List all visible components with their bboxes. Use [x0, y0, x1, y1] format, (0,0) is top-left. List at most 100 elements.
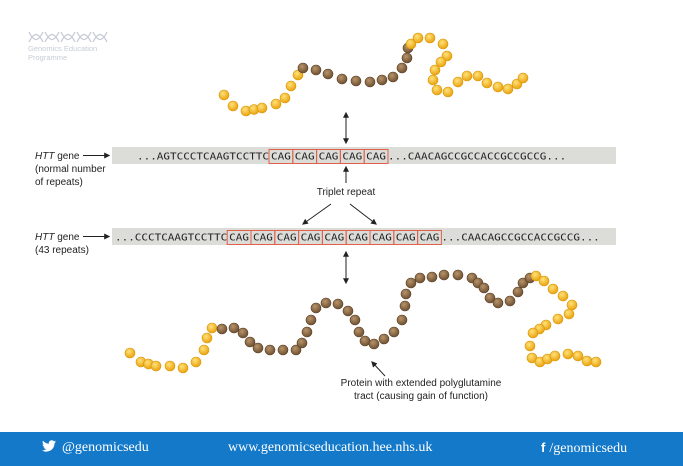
amino-acid-bead [279, 92, 291, 104]
glutamine-bead [336, 73, 348, 85]
amino-acid-bead [527, 327, 539, 339]
amino-acid-bead [256, 102, 268, 114]
amino-acid-bead [517, 72, 529, 84]
glutamine-bead [376, 74, 388, 86]
amino-acid-bead [201, 332, 213, 344]
glutamine-bead [305, 314, 317, 326]
amino-acid-bead [557, 290, 569, 302]
gene-label-normal: HTT gene (normal number of repeats) [35, 151, 106, 188]
svg-text:HTT gene: HTT gene [35, 232, 80, 243]
glutamine-bead [277, 344, 289, 356]
glutamine-bead [310, 302, 322, 314]
amino-acid-bead [285, 80, 297, 92]
logo [28, 30, 108, 48]
glutamine-bead [438, 269, 450, 281]
amino-acid-bead [538, 275, 550, 287]
facebook-icon: f [541, 440, 546, 455]
repeat-box [417, 230, 442, 245]
amino-acid-bead [227, 100, 239, 112]
triplet-repeat-label: Triplet repeat [317, 187, 376, 198]
sequence-suffix: ...CAACAGCCGCCACCGCCGCCG... [388, 152, 566, 163]
glutamine-bead [396, 314, 408, 326]
glutamine-bead [216, 323, 228, 335]
amino-acid-bead [481, 77, 493, 89]
amino-acid-bead [427, 74, 439, 86]
svg-text:(normal number: (normal number [35, 164, 106, 175]
amino-acid-bead [547, 283, 559, 295]
codon-cag: CAG [342, 152, 362, 163]
amino-acid-bead [552, 313, 564, 325]
glutamine-bead [332, 298, 344, 310]
website-link[interactable]: www.genomicseducation.hee.nhs.uk [228, 440, 432, 456]
glutamine-bead [378, 333, 390, 345]
amino-acid-bead [590, 356, 602, 368]
amino-acid-bead [124, 347, 136, 359]
glutamine-bead [368, 338, 380, 350]
sequence-prefix: ...AGTCCCTCAAGTCCTTC [137, 152, 269, 163]
arrow-triplet-left [302, 203, 332, 225]
glutamine-bead [364, 76, 376, 88]
glutamine-bead [320, 297, 332, 309]
codon-cag: CAG [253, 233, 273, 244]
codon-cag: CAG [372, 233, 392, 244]
glutamine-bead [512, 286, 524, 298]
amino-acid-bead [177, 362, 189, 374]
logo-text: Genomics Education Programme [28, 44, 97, 62]
website-url: www.genomicseducation.hee.nhs.uk [228, 440, 433, 455]
amino-acid-bead [431, 84, 443, 96]
glutamine-bead [296, 337, 308, 349]
glutamine-bead [401, 52, 413, 64]
facebook-link[interactable]: f/genomicsedu [541, 440, 627, 457]
protein-extended [124, 269, 602, 374]
glutamine-bead [504, 295, 516, 307]
arrow-protein-caption [371, 361, 386, 377]
amino-acid-bead [437, 38, 449, 50]
amino-acid-bead [164, 360, 176, 372]
facebook-handle: /genomicsedu [549, 441, 628, 456]
glutamine-bead [301, 326, 313, 338]
amino-acid-bead [566, 299, 578, 311]
twitter-link[interactable]: @genomicsedu [42, 440, 149, 456]
glutamine-bead [484, 292, 496, 304]
glutamine-bead [350, 75, 362, 87]
glutamine-bead [492, 297, 504, 309]
glutamine-bead [237, 327, 249, 339]
logo-line2: Programme [28, 53, 68, 62]
amino-acid-bead [572, 350, 584, 362]
glutamine-bead [353, 326, 365, 338]
glutamine-bead [405, 277, 417, 289]
codon-cag: CAG [319, 152, 339, 163]
protein-caption-line1: Protein with extended polyglutamine [341, 378, 502, 389]
glutamine-bead [400, 288, 412, 300]
sequence-suffix: ...CAACAGCCGCCACCGCCG... [441, 233, 599, 244]
amino-acid-bead [424, 32, 436, 44]
dna-logo-icon [28, 31, 108, 43]
glutamine-bead [478, 282, 490, 294]
svg-text:(43 repeats): (43 repeats) [35, 245, 89, 256]
codon-cag: CAG [366, 152, 386, 163]
glutamine-bead [297, 62, 309, 74]
amino-acid-bead [581, 355, 593, 367]
amino-acid-bead [472, 70, 484, 82]
repeat-box [363, 149, 389, 164]
glutamine-bead [322, 68, 334, 80]
codon-cag: CAG [324, 233, 344, 244]
svg-text:HTT gene: HTT gene [35, 151, 80, 162]
amino-acid-bead [435, 56, 447, 68]
sequence-prefix: ...CCCTCAAGTCCTTC [115, 233, 227, 244]
amino-acid-bead [429, 64, 441, 76]
amino-acid-bead [562, 348, 574, 360]
glutamine-bead [349, 314, 361, 326]
logo-line1: Genomics Education [28, 44, 98, 53]
amino-acid-bead [549, 350, 561, 362]
amino-acid-bead [150, 360, 162, 372]
arrow-triplet-right [349, 203, 377, 225]
glutamine-bead [252, 342, 264, 354]
amino-acid-bead [412, 32, 424, 44]
codon-cag: CAG [295, 152, 315, 163]
codon-cag: CAG [277, 233, 297, 244]
codon-cag: CAG [420, 233, 440, 244]
glutamine-bead [290, 344, 302, 356]
